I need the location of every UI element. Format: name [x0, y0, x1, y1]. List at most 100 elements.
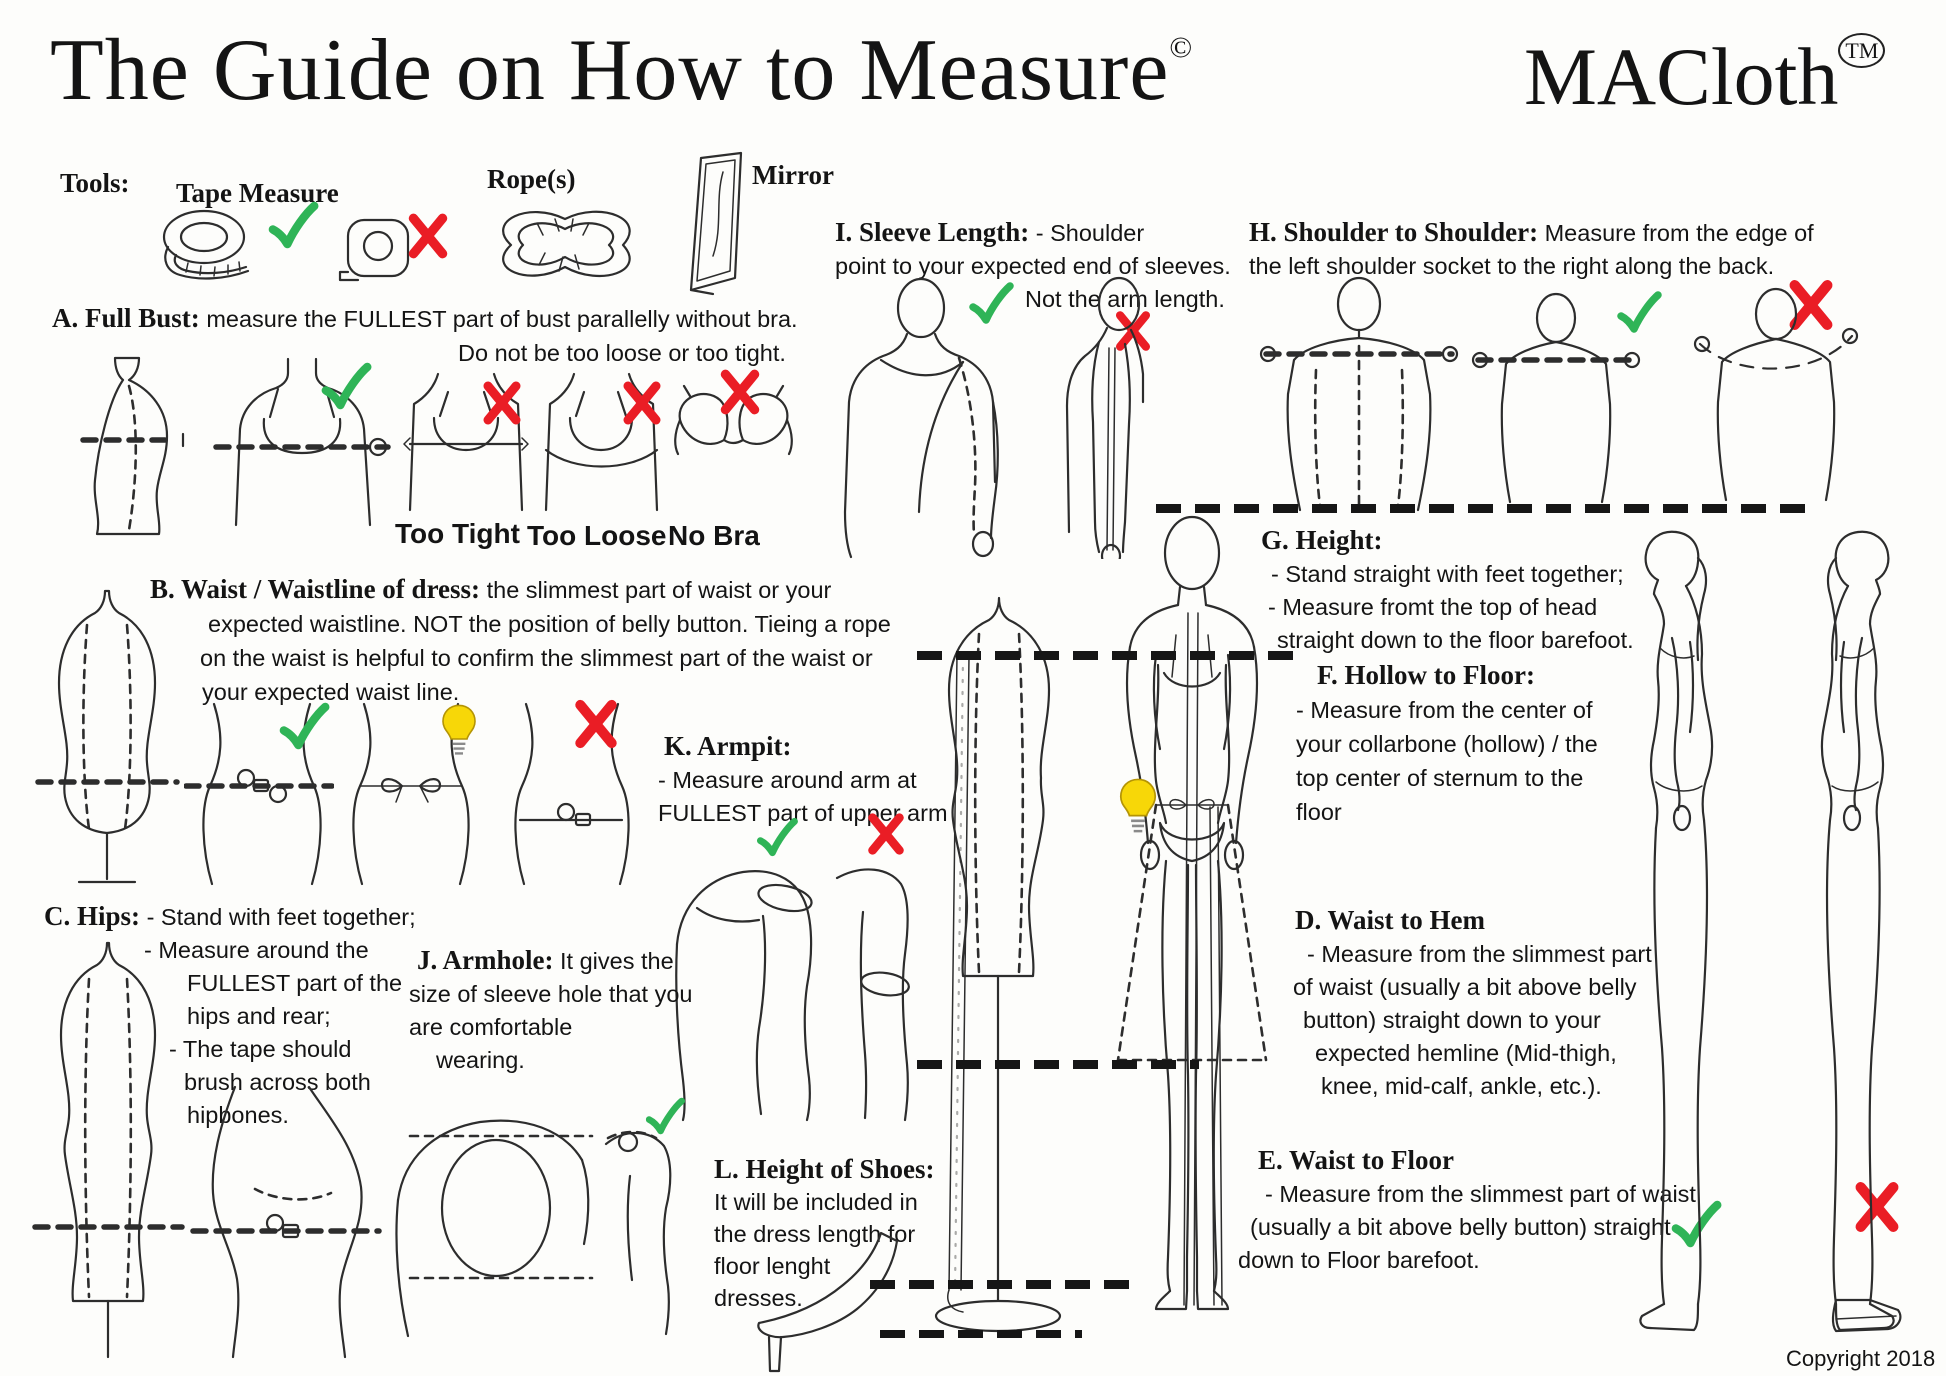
armpit-illustration: [667, 824, 912, 1129]
section-a-title: A. Full Bust:: [52, 303, 200, 333]
caption-no-bra: No Bra: [668, 520, 760, 551]
section-g-text: straight down to the floor barefoot.: [1277, 627, 1634, 653]
lightbulb-icon: [439, 702, 479, 760]
cross-icon: [1782, 276, 1840, 334]
text-line: H. Shoulder to Shoulder: Measure from th…: [1249, 216, 1814, 250]
no-bra-illustration: [666, 382, 801, 505]
section-h-title: H. Shoulder to Shoulder:: [1249, 217, 1539, 247]
text-line: your collarbone (hollow) / the: [1296, 727, 1598, 761]
text-line: D. Waist to Hem: [1293, 904, 1652, 938]
section-a-text: Do not be too loose or too tight.: [458, 340, 786, 366]
cross-icon: [477, 378, 527, 428]
text-line: Not the arm length.: [835, 283, 1231, 316]
section-j-text: It gives the: [560, 948, 674, 974]
section-c-text: - Stand with feet together;: [146, 904, 416, 930]
section-f-text: your collarbone (hollow) / the: [1296, 731, 1598, 757]
measurement-line-head: [1156, 504, 1816, 513]
shoulder-to-shoulder-illustration: [1256, 272, 1876, 522]
text-line: - Measure fromt the top of head: [1261, 591, 1634, 624]
text-line: F. Hollow to Floor:: [1296, 658, 1598, 693]
text-line: - Measure from the slimmest part of wais…: [1238, 1178, 1696, 1211]
text-line: floor lenght: [714, 1250, 935, 1282]
page-title-text: The Guide on How to Measure: [50, 22, 1170, 119]
measurement-line-hollow: [917, 651, 1299, 660]
text-line: G. Height:: [1261, 524, 1634, 558]
bust-measure-illustration: [212, 355, 392, 535]
section-e-text: - Measure from the slimmest part of wais…: [1265, 1181, 1696, 1207]
text-line: are comfortable: [409, 1011, 692, 1044]
check-icon: [754, 814, 800, 860]
section-f-text: floor: [1296, 799, 1342, 825]
section-a: A. Full Bust: measure the FULLEST part o…: [52, 302, 798, 336]
section-j-text: are comfortable: [409, 1014, 573, 1040]
armhole-illustration: [384, 1080, 674, 1365]
standing-figure-illustration: [1060, 505, 1325, 1365]
text-line: straight down to the floor barefoot.: [1261, 624, 1634, 657]
text-line: dresses.: [714, 1282, 935, 1314]
text-line: your expected waist line.: [150, 675, 891, 709]
text-line: top center of sternum to the: [1296, 761, 1598, 795]
mirror-label: Mirror: [752, 160, 834, 190]
text-line: (usually a bit above belly button) strai…: [1238, 1211, 1696, 1244]
measurement-line-hem: [917, 1060, 1199, 1069]
cross-icon: [714, 366, 766, 418]
section-b-title: B. Waist / Waistline of dress:: [150, 574, 481, 604]
section-f-text: top center of sternum to the: [1296, 765, 1584, 791]
text-line: down to Floor barefoot.: [1238, 1244, 1696, 1277]
waist-dressform-illustration: [35, 585, 180, 895]
section-c-text: - Measure around the: [144, 937, 369, 963]
check-icon: [966, 278, 1016, 328]
section-k-title: K. Armpit:: [664, 731, 792, 761]
section-i-text: point to your expected end of sleeves.: [835, 253, 1231, 279]
measurement-line-base: [880, 1330, 1082, 1338]
section-l: L. Height of Shoes: It will be included …: [714, 1153, 935, 1314]
text-line: - Measure from the center of: [1296, 693, 1598, 727]
mirror-icon: [683, 150, 749, 301]
section-i-text: - Shoulder: [1035, 220, 1145, 246]
section-g: G. Height: - Stand straight with feet to…: [1261, 524, 1634, 657]
cross-icon: [1110, 308, 1156, 354]
text-line: K. Armpit:: [658, 730, 948, 764]
check-icon: [265, 197, 321, 253]
text-line: B. Waist / Waistline of dress: the slimm…: [150, 572, 891, 607]
text-line: I. Sleeve Length: - Shoulder: [835, 216, 1231, 250]
text-line: expected waistline. NOT the position of …: [150, 607, 891, 641]
sleeve-length-illustration: [837, 272, 1202, 569]
section-c-text: brush across both: [184, 1069, 371, 1095]
section-g-text: - Measure fromt the top of head: [1268, 594, 1598, 620]
text-line: brush across both: [44, 1066, 416, 1099]
section-e-title: E. Waist to Floor: [1258, 1145, 1455, 1175]
section-d-text: expected hemline (Mid-thigh,: [1315, 1040, 1617, 1066]
section-l-title: L. Height of Shoes:: [714, 1154, 935, 1184]
text-line: on the waist is helpful to confirm the s…: [150, 641, 891, 675]
section-b-text: on the waist is helpful to confirm the s…: [200, 645, 873, 671]
section-b-text: your expected waist line.: [202, 679, 460, 705]
trademark-symbol: TM: [1838, 33, 1886, 68]
text-line: hips and rear;: [44, 1000, 416, 1033]
section-a-line2: Do not be too loose or too tight.: [458, 337, 786, 370]
section-d-text: button) straight down to your: [1303, 1007, 1601, 1033]
section-j: J. Armhole: It gives the size of sleeve …: [409, 944, 692, 1077]
section-j-text: wearing.: [436, 1047, 525, 1073]
waist-wrong-illustration: [498, 698, 643, 893]
section-i-title: I. Sleeve Length:: [835, 217, 1030, 247]
text-line: point to your expected end of sleeves.: [835, 250, 1231, 283]
check-icon: [318, 358, 374, 414]
section-c-text: FULLEST part of the: [187, 970, 403, 996]
cross-icon: [568, 696, 624, 752]
section-b: B. Waist / Waistline of dress: the slimm…: [150, 572, 891, 709]
section-k-text: - Measure around arm at: [658, 767, 917, 793]
text-line: knee, mid-calf, ankle, etc.).: [1293, 1070, 1652, 1103]
bust-mannequin-illustration: [75, 352, 210, 552]
check-icon: [1614, 287, 1664, 337]
tools-label: Tools:: [60, 168, 130, 198]
text-line: button) straight down to your: [1293, 1004, 1652, 1037]
tape-measure-icon: [156, 199, 268, 294]
text-line: floor: [1296, 795, 1598, 829]
copyright-notice: Copyright 2018: [1786, 1346, 1936, 1371]
text-line: It will be included in: [714, 1186, 935, 1218]
cross-icon: [402, 210, 454, 262]
text-line: L. Height of Shoes:: [714, 1153, 935, 1186]
section-e-text: (usually a bit above belly button) strai…: [1250, 1214, 1671, 1240]
